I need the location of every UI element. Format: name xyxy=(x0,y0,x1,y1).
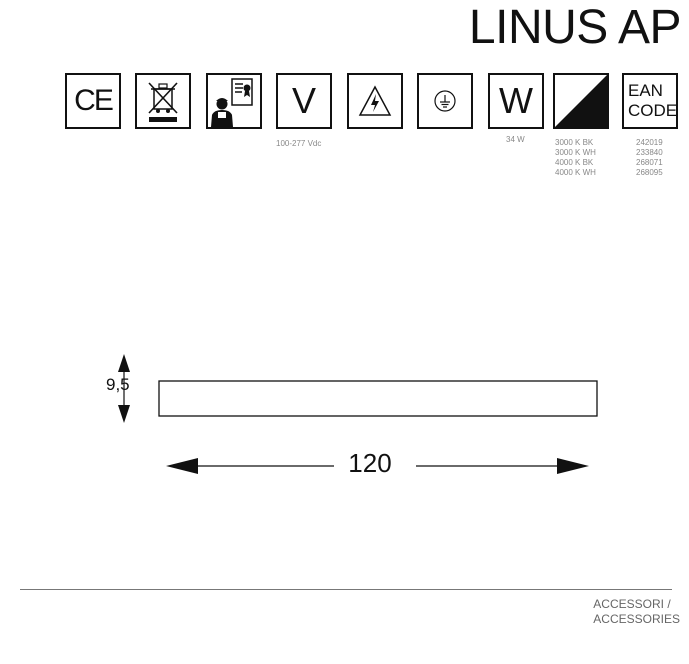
product-title: LINUS AP xyxy=(468,1,682,54)
earth-ground-icon xyxy=(417,73,473,129)
voltage-caption: 100-277 Vdc xyxy=(276,139,322,148)
installer-certificate-icon xyxy=(206,73,262,129)
footer-line1: ACCESSORI / xyxy=(593,597,671,611)
wattage-caption: 34 W xyxy=(506,135,525,144)
ce-mark-text: CE xyxy=(74,84,114,117)
width-dimension-arrow xyxy=(166,458,589,474)
variant-label: 3000 K BK xyxy=(555,138,594,147)
ean-value: 242019 xyxy=(636,138,663,147)
voltage-letter: V xyxy=(291,80,316,121)
variant-label: 3000 K WH xyxy=(555,148,596,157)
ean-code-text: EAN CODE xyxy=(628,81,678,121)
ean-value: 233840 xyxy=(636,148,663,157)
variant-label: 4000 K BK xyxy=(555,158,594,167)
wattage-letter: W xyxy=(499,80,533,121)
fixture-outline xyxy=(158,380,598,417)
ean-value: 268095 xyxy=(636,168,663,177)
height-dimension-label: 9,5 xyxy=(106,375,130,394)
footer-line2: ACCESSORIES xyxy=(593,612,680,626)
footer-divider xyxy=(20,589,672,590)
ean-value: 268071 xyxy=(636,158,663,167)
footer-accessories: ACCESSORI / ACCESSORIES xyxy=(593,597,680,627)
voltage-icon: V xyxy=(276,73,332,129)
ean-code-icon: EAN CODE xyxy=(622,73,678,129)
ean-list: 242019 233840 268071 268095 xyxy=(636,138,663,178)
variant-list: 3000 K BK 3000 K WH 4000 K BK 4000 K WH xyxy=(555,138,596,178)
weee-bin-icon xyxy=(135,73,191,129)
color-finish-icon xyxy=(553,73,609,129)
width-dimension-label: 120 xyxy=(348,448,392,478)
ce-mark-icon: CE xyxy=(65,73,121,129)
wattage-icon: W xyxy=(488,73,544,129)
variant-label: 4000 K WH xyxy=(555,168,596,177)
electrical-hazard-icon xyxy=(347,73,403,129)
height-dimension-arrow xyxy=(118,354,130,423)
ean-line2: CODE xyxy=(628,101,678,120)
ean-line1: EAN xyxy=(628,81,663,100)
